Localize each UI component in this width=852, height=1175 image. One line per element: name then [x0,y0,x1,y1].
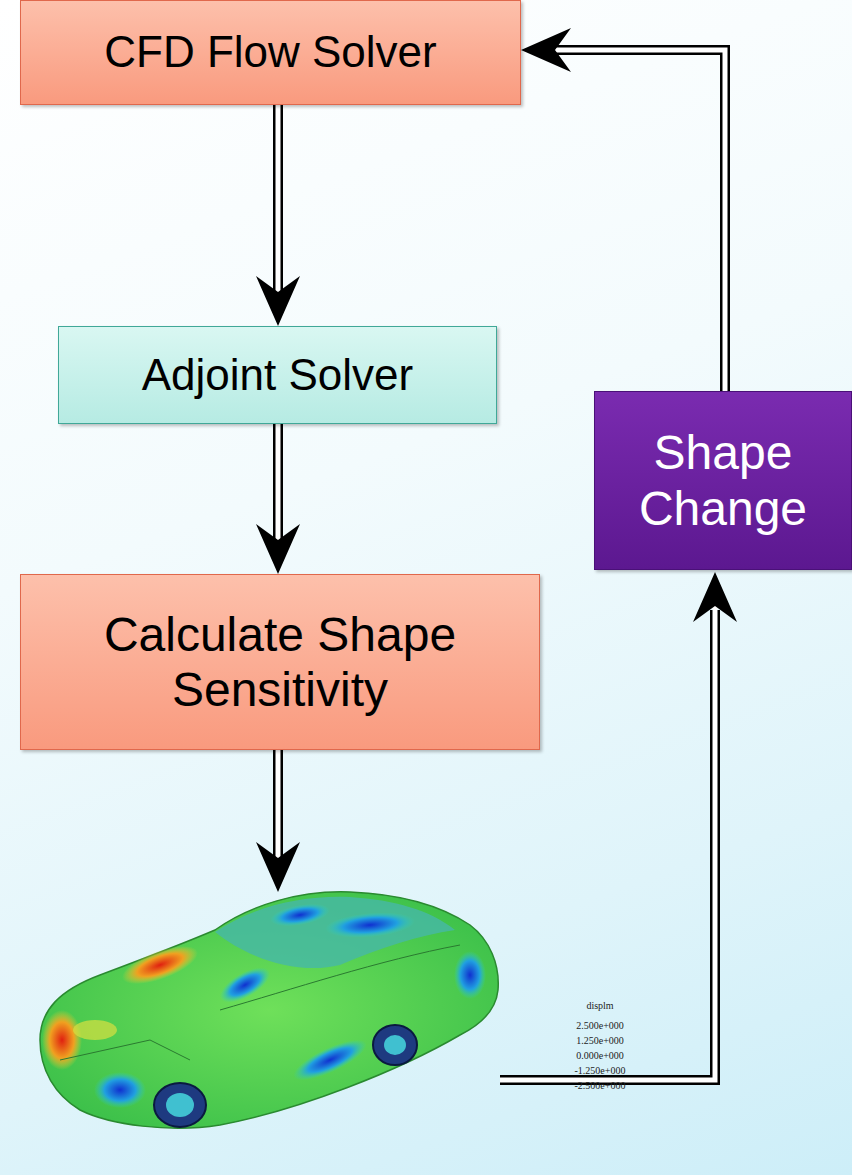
flow-arrow [521,28,725,391]
arrow-shaft-inner [276,105,281,300]
arrow-shaft-inner [547,50,725,391]
node-label: Calculate Shape Sensitivity [35,607,525,717]
node-label: Adjoint Solver [142,350,413,401]
arrow-head [521,28,571,72]
node-label: Shape Change [613,425,833,535]
scale-value: -2.500e+000 [575,1080,626,1091]
scale-title: displm [586,1000,613,1011]
process-box: CFD Flow Solver [20,0,521,105]
scale-value: -1.250e+000 [575,1065,626,1076]
flow-arrow [256,105,300,326]
flow-arrow [256,424,300,574]
flow-arrow [256,750,300,892]
scale-value: 1.250e+000 [576,1035,624,1046]
car-illustration [40,892,498,1128]
arrow-shaft-inner [276,424,281,548]
arrow-head [256,524,300,574]
arrow-head [256,276,300,326]
process-box: Shape Change [594,391,852,570]
process-box: Adjoint Solver [58,326,497,424]
process-box: Calculate Shape Sensitivity [20,574,540,750]
node-label: CFD Flow Solver [104,27,437,78]
scale-value: 2.500e+000 [576,1020,624,1031]
scale-value: 0.000e+000 [576,1050,624,1061]
arrow-shaft [551,50,725,391]
